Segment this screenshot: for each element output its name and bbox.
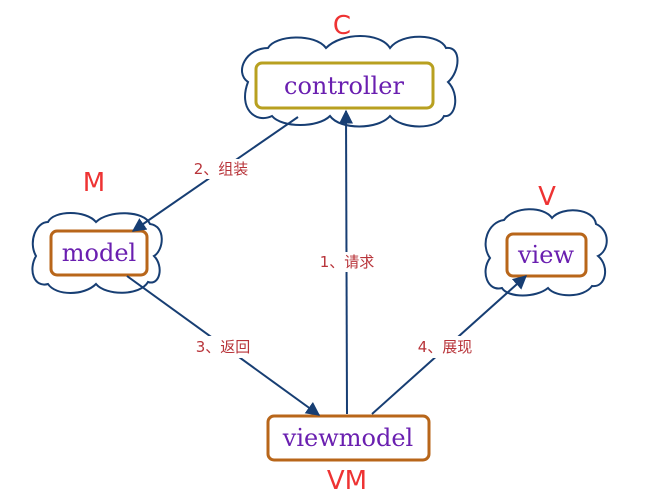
view-letter: V — [538, 182, 556, 212]
model-letter: M — [83, 168, 105, 198]
viewmodel-letter: VM — [327, 466, 367, 496]
view-label: view — [517, 241, 574, 269]
model-box — [49, 229, 149, 277]
assemble-label-bg — [188, 159, 254, 179]
viewmodel-label: viewmodel — [282, 424, 413, 452]
edge-label-assemble: 2、组装 — [194, 160, 249, 178]
view-box — [505, 232, 588, 278]
request-label-bg — [312, 252, 382, 272]
model-label: model — [62, 239, 136, 267]
viewmodel-box — [266, 414, 431, 462]
controller-letter: C — [333, 11, 351, 41]
controller-box — [254, 61, 435, 110]
controller-label: controller — [284, 72, 404, 100]
display-label-bg — [412, 336, 478, 358]
edge-label-request: 1、请求 — [320, 253, 375, 271]
edge-label-return: 3、返回 — [196, 338, 251, 356]
return-label-bg — [185, 336, 261, 358]
edge-label-display: 4、展现 — [418, 338, 473, 356]
